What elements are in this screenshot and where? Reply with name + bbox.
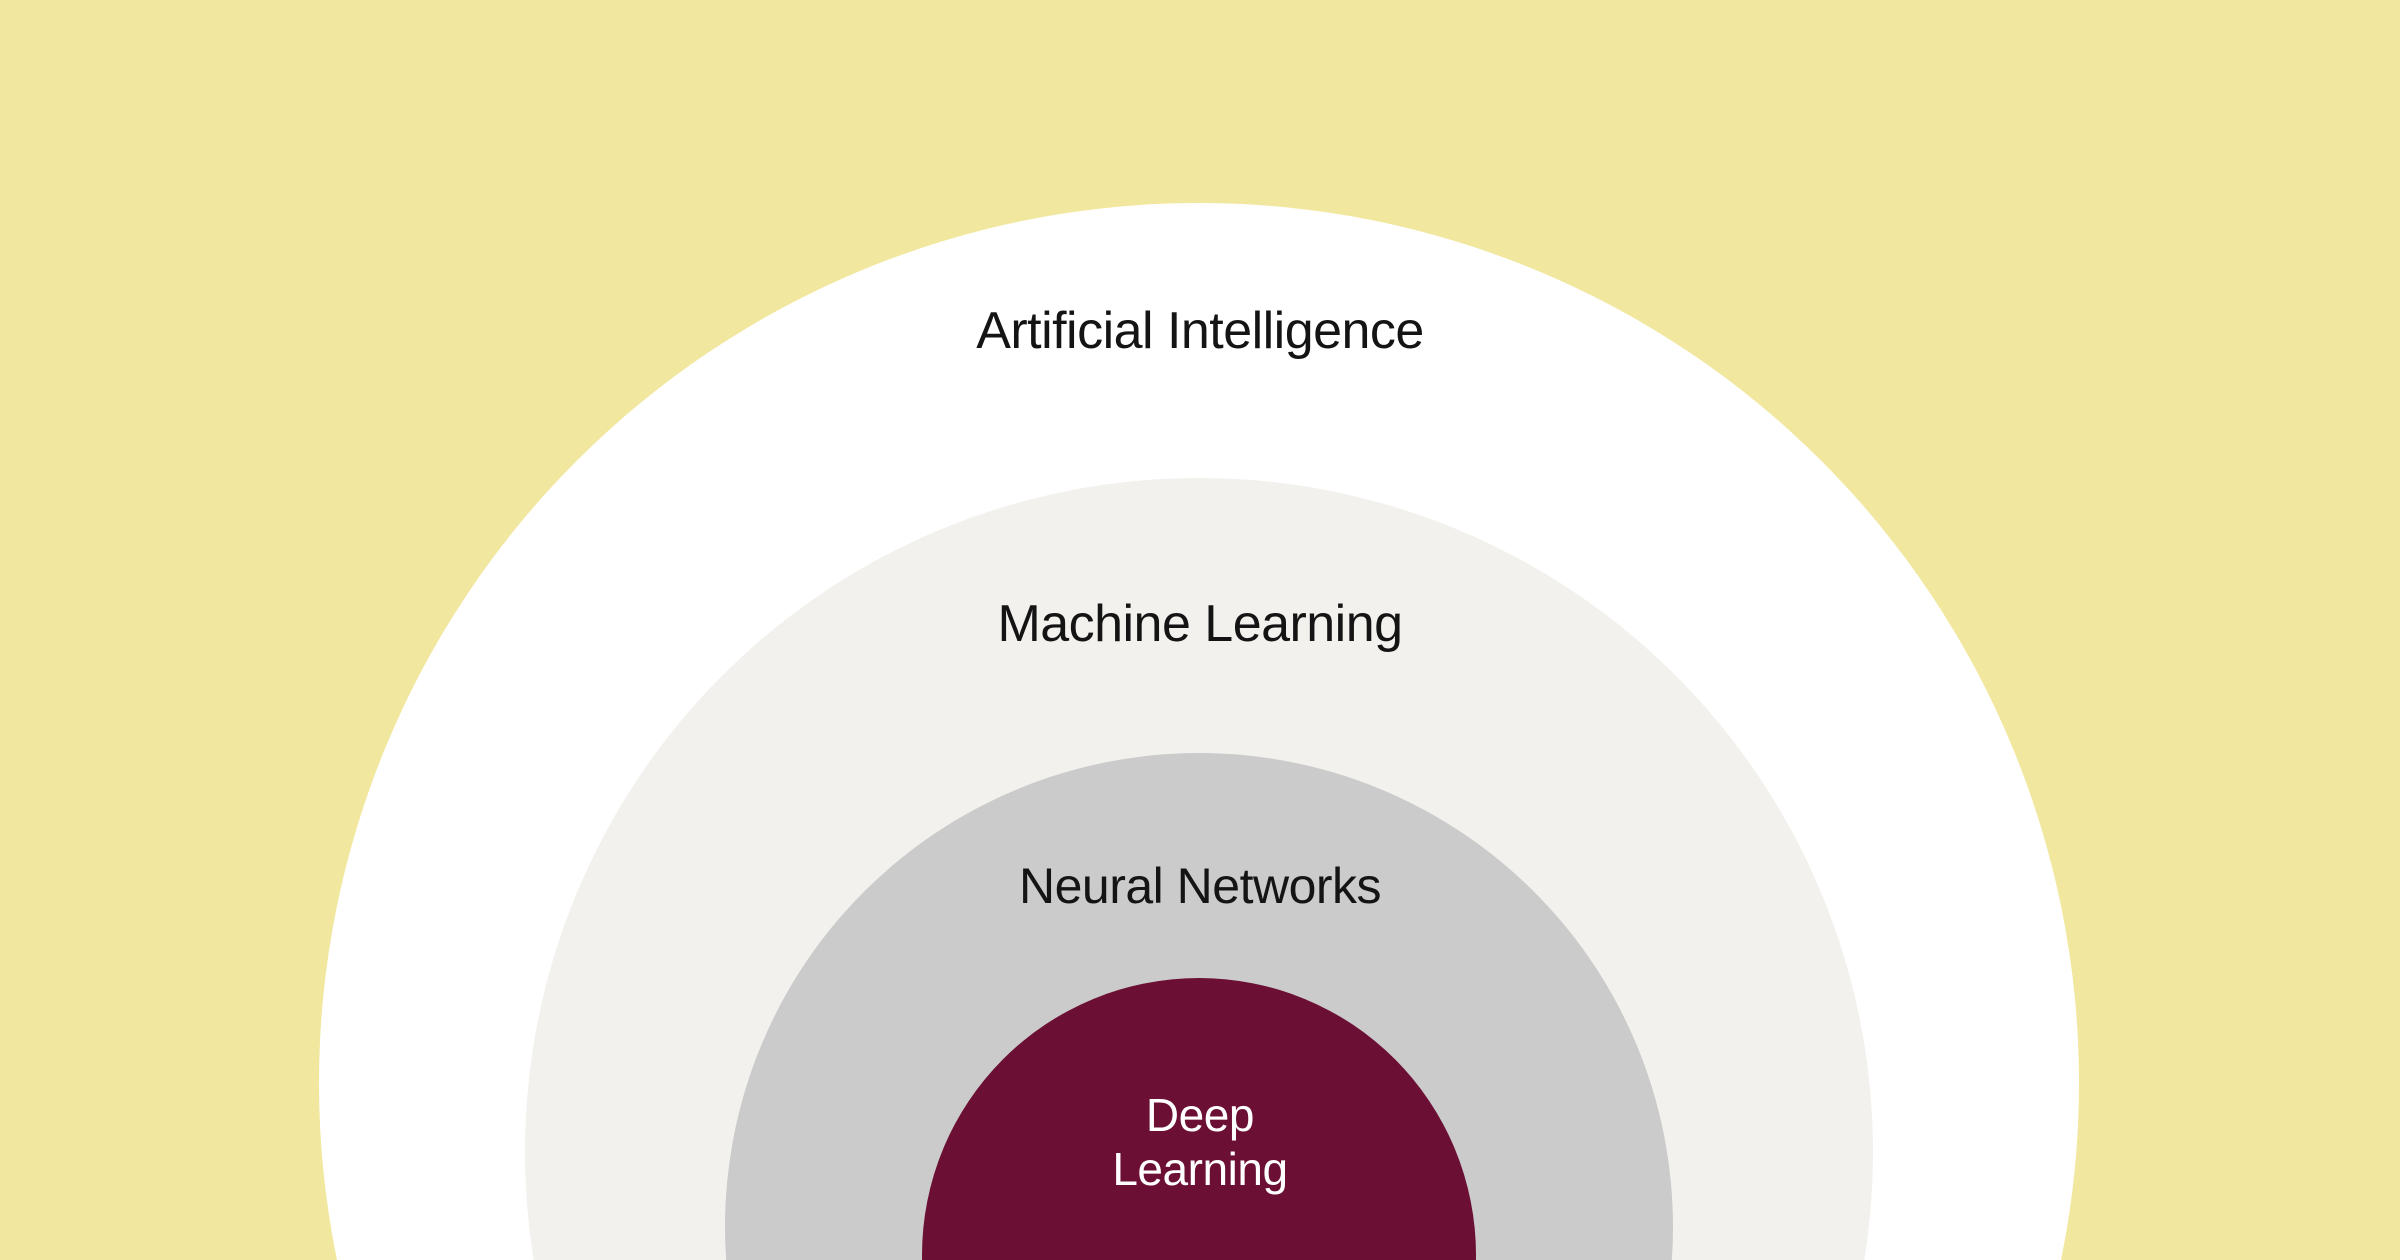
label-neural-networks: Neural Networks (1018, 858, 1382, 914)
label-deep-learning: Deep Learning (1112, 1089, 1288, 1196)
label-artificial-intelligence: Artificial Intelligence (976, 302, 1424, 360)
label-machine-learning: Machine Learning (997, 595, 1403, 653)
